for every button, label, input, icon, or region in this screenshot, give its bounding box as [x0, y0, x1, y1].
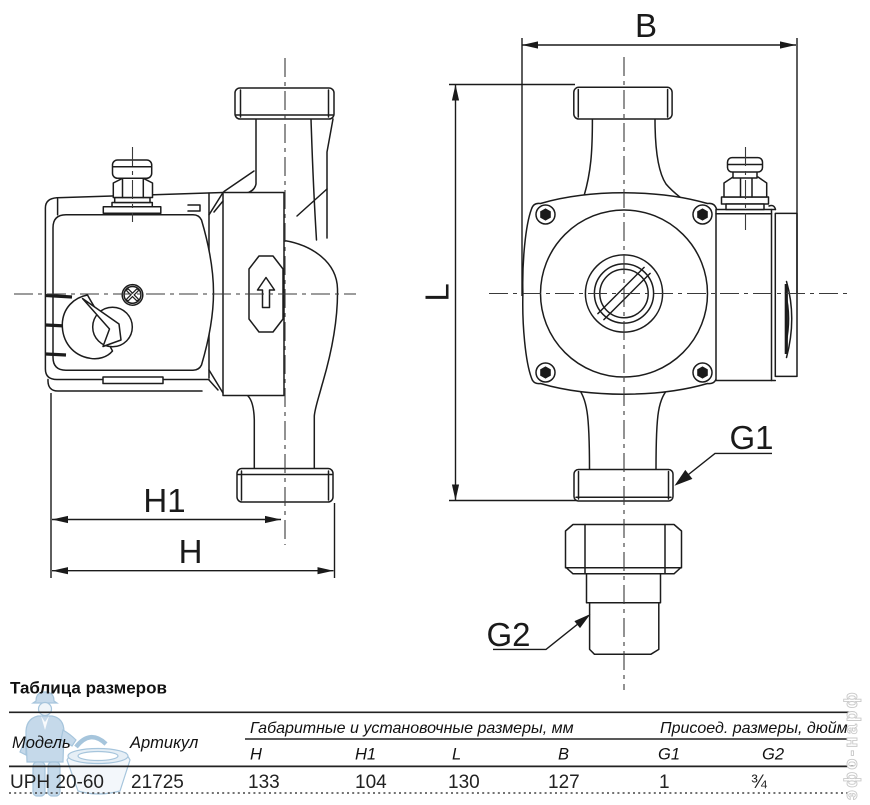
- svg-text:UPH 20-60: UPH 20-60: [10, 772, 104, 793]
- svg-text:G1: G1: [729, 419, 773, 456]
- svg-text:B: B: [635, 7, 657, 44]
- svg-text:H1: H1: [143, 482, 185, 519]
- svg-text:Габаритные и установочные разм: Габаритные и установочные размеры, мм: [250, 720, 574, 737]
- svg-text:H1: H1: [355, 746, 376, 764]
- svg-text:¾: ¾: [751, 772, 768, 793]
- svg-text:G1: G1: [658, 746, 680, 764]
- svg-text:G2: G2: [486, 616, 530, 653]
- svg-text:L: L: [452, 746, 461, 764]
- svg-text:127: 127: [548, 772, 580, 793]
- svg-text:Таблица размеров: Таблица размеров: [10, 679, 167, 698]
- svg-text:104: 104: [355, 772, 387, 793]
- svg-text:эфо-нарф: эфо-нарф: [841, 690, 861, 800]
- svg-text:B: B: [558, 746, 569, 764]
- svg-text:G2: G2: [762, 746, 784, 764]
- svg-text:H: H: [250, 746, 262, 764]
- svg-text:133: 133: [248, 772, 280, 793]
- svg-text:Модель: Модель: [12, 734, 71, 752]
- svg-text:Присоед. размеры, дюйм: Присоед. размеры, дюйм: [660, 720, 848, 737]
- svg-text:130: 130: [448, 772, 480, 793]
- svg-text:1: 1: [659, 772, 670, 793]
- svg-text:21725: 21725: [131, 772, 184, 793]
- svg-text:Артикул: Артикул: [129, 734, 198, 752]
- svg-text:H: H: [179, 533, 203, 570]
- svg-text:L: L: [419, 283, 456, 301]
